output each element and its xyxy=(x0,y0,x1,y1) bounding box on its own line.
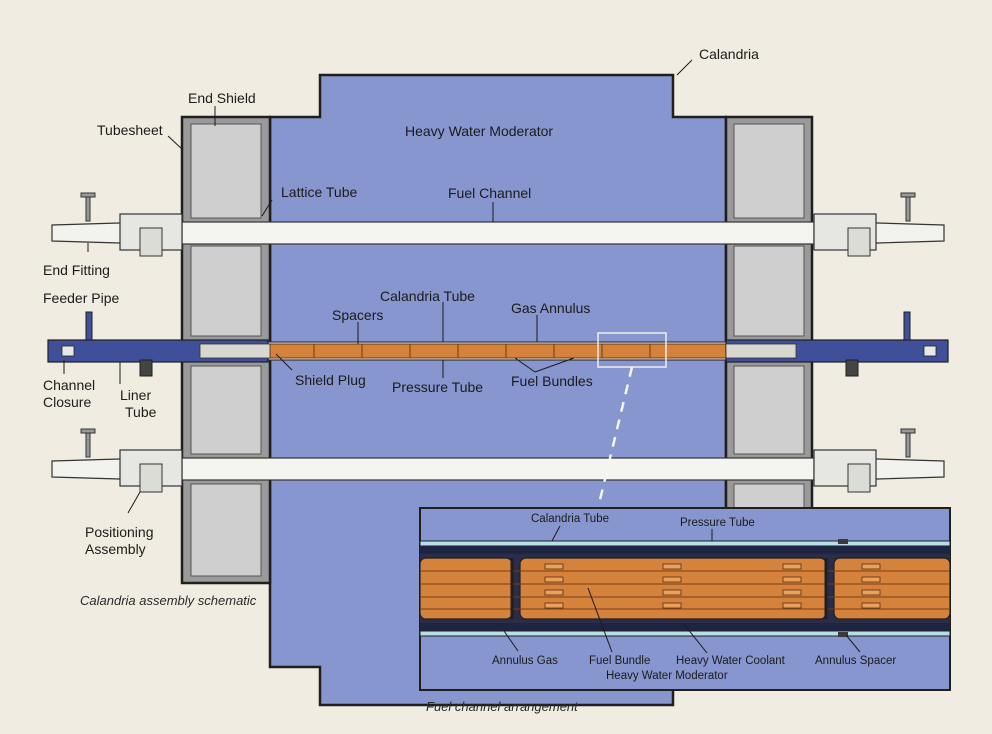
label-fuel-bundles: Fuel Bundles xyxy=(511,373,593,389)
label-positioning-assembly-line2: Assembly xyxy=(85,541,146,557)
label-liner-tube-line1: Liner xyxy=(120,387,151,403)
inset-label-annulus-gas: Annulus Gas xyxy=(492,655,558,667)
inset-label-calandria-tube: Calandria Tube xyxy=(531,513,609,525)
inset-label-pressure-tube: Pressure Tube xyxy=(680,517,755,529)
inset-label-heavy-water-coolant: Heavy Water Coolant xyxy=(676,655,786,667)
label-end-fitting: End Fitting xyxy=(43,262,110,278)
label-calandria: Calandria xyxy=(699,46,759,62)
inset-label-annulus-spacer: Annulus Spacer xyxy=(815,655,896,667)
label-end-shield: End Shield xyxy=(188,90,256,106)
label-spacers: Spacers xyxy=(332,307,383,323)
label-feeder-pipe: Feeder Pipe xyxy=(43,290,119,306)
caption-schematic: Calandria assembly schematic xyxy=(80,593,257,608)
fuel-channel-middle xyxy=(47,311,949,377)
label-pressure-tube: Pressure Tube xyxy=(392,379,483,395)
caption-arrangement: Fuel channel arrangement xyxy=(426,699,579,714)
fuel-bundles-bar xyxy=(267,343,727,359)
label-lattice-tube: Lattice Tube xyxy=(281,184,357,200)
label-shield-plug: Shield Plug xyxy=(295,372,366,388)
fuel-channel-bottom xyxy=(51,428,945,493)
inset-fuel-channel xyxy=(419,507,951,691)
label-fuel-channel: Fuel Channel xyxy=(448,185,531,201)
inset-label-heavy-water-moderator: Heavy Water Moderator xyxy=(606,670,728,682)
label-gas-annulus: Gas Annulus xyxy=(511,300,590,316)
label-heavy-water-moderator: Heavy Water Moderator xyxy=(405,123,553,139)
label-positioning-assembly-line1: Positioning xyxy=(85,524,154,540)
label-calandria-tube: Calandria Tube xyxy=(380,288,475,304)
label-liner-tube-line2: Tube xyxy=(125,404,157,420)
fuel-channel-top xyxy=(51,192,945,257)
label-channel-closure-line2: Closure xyxy=(43,394,91,410)
inset-label-fuel-bundle: Fuel Bundle xyxy=(589,655,650,667)
label-channel-closure-line1: Channel xyxy=(43,377,95,393)
label-tubesheet: Tubesheet xyxy=(97,122,163,138)
